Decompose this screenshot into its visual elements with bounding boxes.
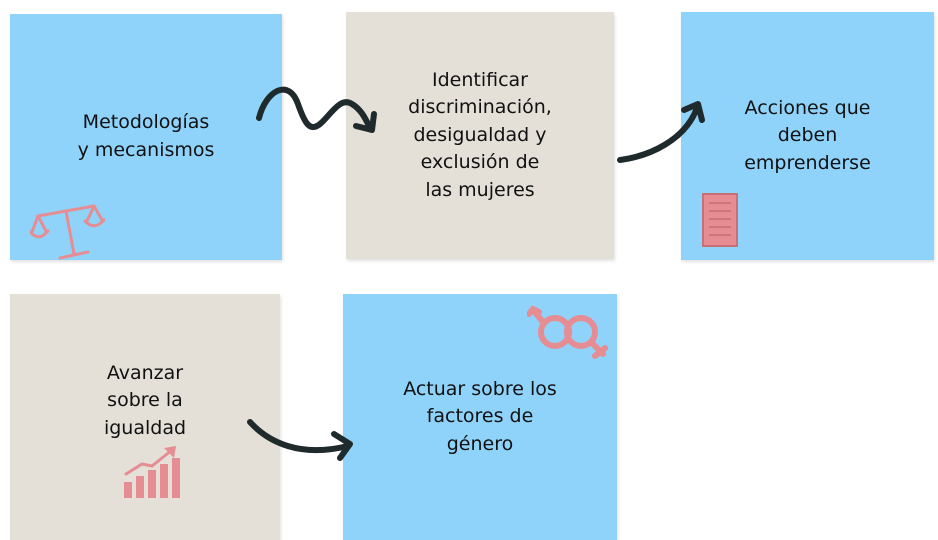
step-label: Avanzar sobre la igualdad (103, 361, 187, 439)
step-card-identify: Identificar discriminación, desigualdad … (346, 12, 614, 259)
step-card-gender-factors: Actuar sobre los factores de género (343, 294, 617, 540)
step-card-methodologies: Metodologías y mecanismos (10, 14, 282, 260)
step-card-actions: Acciones que deben emprenderse (681, 12, 934, 260)
step-label: Metodologías y mecanismos (77, 111, 215, 161)
step-label: Acciones que deben emprenderse (744, 96, 871, 174)
checklist-icon (702, 193, 738, 247)
step-label: Identificar discriminación, desigualdad … (408, 68, 552, 201)
scales-icon (30, 204, 105, 260)
step-label: Actuar sobre los factores de género (403, 377, 557, 455)
gender-symbols-icon (527, 305, 608, 359)
step-card-advance: Avanzar sobre la igualdad (10, 294, 280, 540)
growth-chart-icon (124, 446, 180, 498)
